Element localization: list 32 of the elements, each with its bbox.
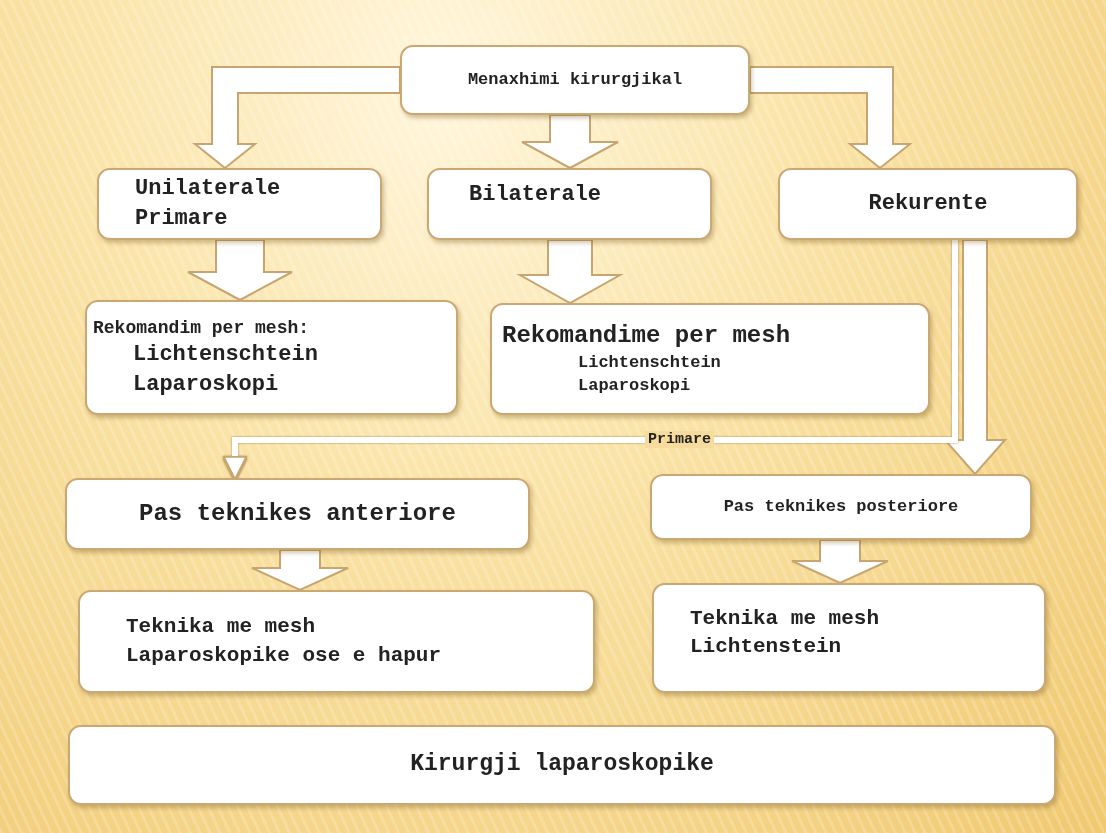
box-heading: Rekomandim per mesh: <box>93 316 310 340</box>
process-box <box>490 303 930 415</box>
box-heading: Rekomandime per mesh <box>502 320 791 351</box>
process-box <box>78 590 595 693</box>
box-text: Lichtenschtein Laparoskopi <box>578 352 722 398</box>
process-box <box>650 474 1032 540</box>
box-text: Bilaterale <box>469 181 602 209</box>
box-text: Rekurente <box>868 190 988 219</box>
box-text: Lichtenschtein Laparoskopi <box>133 340 319 399</box>
process-box <box>85 300 458 415</box>
process-box <box>68 725 1056 805</box>
block-arrow <box>516 239 624 305</box>
block-arrow <box>187 239 293 302</box>
box-text: Pas teknikes posteriore <box>723 495 959 518</box>
process-box <box>427 168 712 240</box>
process-box <box>652 583 1046 693</box>
box-text: Unilaterale Primare <box>135 175 282 233</box>
box-text: Menaxhimi kirurgjikal <box>467 68 683 91</box>
block-arrow <box>251 549 349 592</box>
block-arrow <box>749 66 913 170</box>
block-arrow <box>791 539 889 585</box>
box-text: Kirurgji laparoskopike <box>410 750 714 780</box>
process-box <box>65 478 530 550</box>
box-text: Teknika me mesh Laparoskopike ose e hapur <box>126 614 443 669</box>
block-arrow <box>192 66 401 170</box>
process-box <box>400 45 750 115</box>
box-text: Pas teknikes anteriore <box>139 498 456 529</box>
edge-label: Primare <box>645 431 714 448</box>
box-text: Teknika me mesh Lichtenstein <box>690 606 881 661</box>
process-box <box>97 168 382 240</box>
process-box <box>778 168 1078 240</box>
block-arrow <box>521 114 619 170</box>
